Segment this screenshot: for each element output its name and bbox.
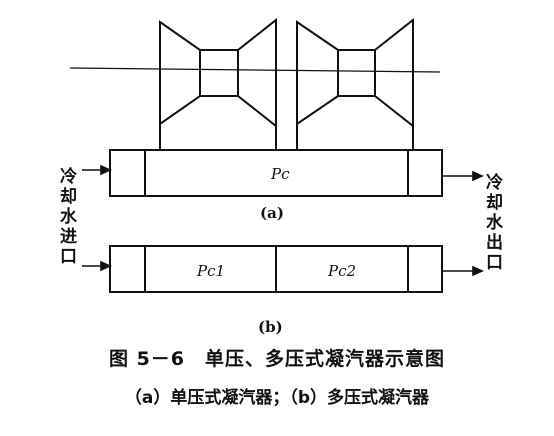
outlet-char: 却 [486,192,503,213]
water-flow-arrows-b [82,260,484,277]
figure-caption: 图 5－6 单压、多压式凝汽器示意图 [108,348,446,370]
turbine-right [296,17,414,150]
label-b-pressure1: Pc1 [196,262,225,280]
label-b-pressure2: Pc2 [327,262,356,280]
outlet-char: 口 [486,253,503,273]
condenser-a [109,149,443,197]
turbine-left [159,17,277,150]
outlet-char: 冷 [486,172,503,193]
figure-subcaption: （a）单压式凝汽器；（b）多压式凝汽器 [124,388,430,408]
condenser-diagram: Pc (a) Pc1 Pc2 (b) 冷 却 水 进 口 冷 却 水 出 口 [60,17,504,336]
inlet-label: 冷 却 水 进 口 [60,166,78,267]
label-a: (a) [260,204,284,222]
turbine-shaft-line [69,67,441,73]
water-flow-arrows-a [82,164,484,182]
outlet-char: 出 [486,232,503,253]
inlet-char: 却 [60,186,77,207]
inlet-char: 进 [60,227,77,247]
inlet-char: 冷 [60,166,77,187]
inlet-char: 水 [60,206,78,227]
label-b: (b) [258,318,283,336]
outlet-label: 冷 却 水 出 口 [486,172,504,273]
outlet-char: 水 [486,212,504,233]
label-a-pressure: Pc [270,165,290,183]
condenser-b [109,245,443,293]
inlet-char: 口 [60,247,77,267]
